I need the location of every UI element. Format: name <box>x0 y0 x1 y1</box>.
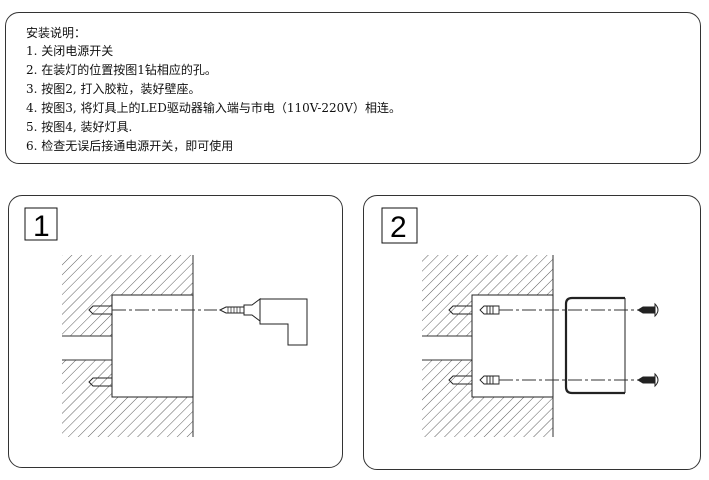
figure-1-diagram: 1 <box>24 207 308 437</box>
step-5: 5. 按图4, 装好灯具. <box>26 120 133 134</box>
drill-hole-bottom <box>448 375 472 385</box>
mounting-cap <box>564 296 625 395</box>
wall-mount-bracket <box>111 294 194 398</box>
wall-hatch <box>422 255 554 437</box>
instructions-panel <box>5 12 701 164</box>
figure-1-label-box <box>24 207 58 241</box>
instructions-title: 安装说明： <box>26 26 87 40</box>
figure-2-label-box <box>381 207 418 244</box>
figure-2-panel <box>363 195 701 470</box>
drill-hole-bottom <box>88 377 112 387</box>
figure-2-label: 2 <box>390 211 407 244</box>
figure-2-diagram: 2 <box>381 207 659 437</box>
step-2: 2. 在装灯的位置按图1钻相应的孔。 <box>26 63 217 77</box>
drill-hole-top <box>448 305 472 315</box>
figure-1-panel <box>8 195 343 468</box>
drill-hole-top <box>88 305 112 315</box>
figure-1-label: 1 <box>33 210 50 243</box>
wall-hatch <box>62 255 194 437</box>
screw-icon <box>637 302 659 388</box>
step-3: 3. 按图2, 打入胶粒，装好壁座。 <box>26 82 201 96</box>
drill-icon <box>218 298 308 346</box>
step-1: 1. 关闭电源开关 <box>26 44 114 58</box>
step-6: 6. 检查无误后接通电源开关，即可使用 <box>26 139 234 153</box>
step-4: 4. 按图3, 将灯具上的LED驱动器输入端与市电（110V-220V）相连。 <box>26 101 401 115</box>
